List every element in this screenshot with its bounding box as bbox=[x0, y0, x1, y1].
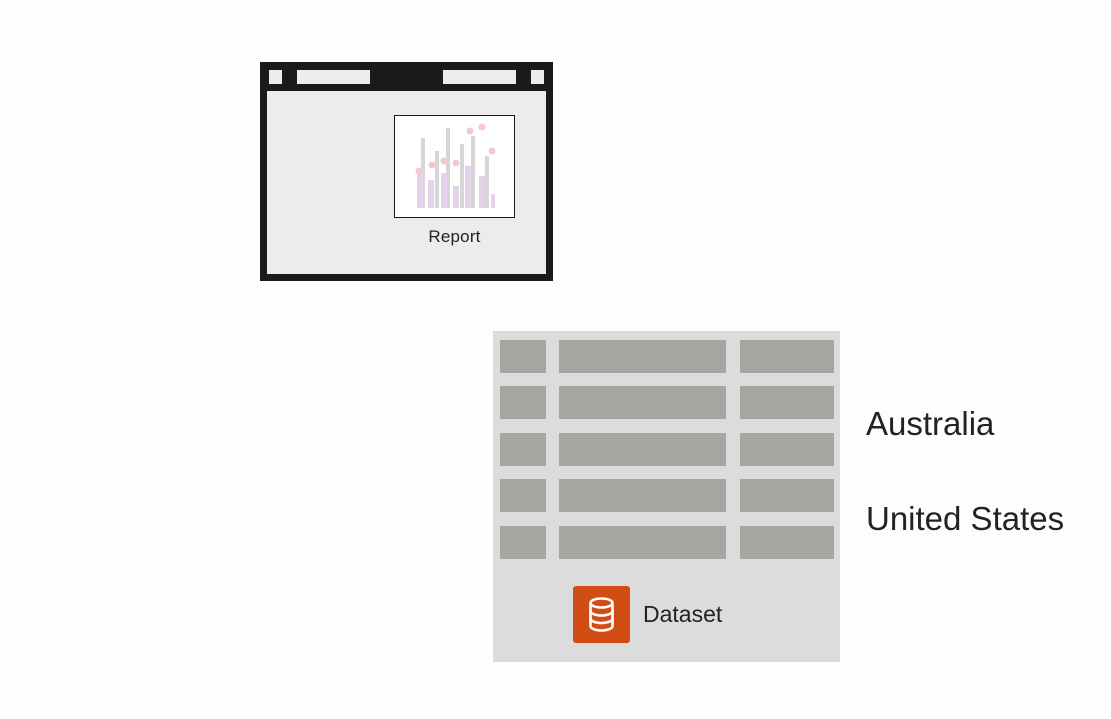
chart-bar bbox=[465, 166, 471, 208]
table-cell bbox=[500, 526, 546, 559]
table-cell bbox=[500, 340, 546, 373]
dataset-panel: Dataset bbox=[493, 331, 840, 662]
database-glyph bbox=[589, 597, 614, 632]
chart-point bbox=[466, 127, 474, 135]
report-window-titlebar bbox=[260, 62, 553, 90]
chart-point bbox=[478, 123, 486, 131]
table-cell bbox=[559, 386, 726, 419]
table-cell bbox=[500, 386, 546, 419]
report-window: Report bbox=[260, 62, 553, 281]
chart-bar bbox=[417, 168, 423, 208]
chart-bar bbox=[479, 176, 485, 208]
database-icon[interactable] bbox=[573, 586, 630, 643]
report-label: Report bbox=[428, 227, 481, 246]
titlebar-slot bbox=[297, 70, 370, 84]
chart-bar bbox=[435, 151, 439, 208]
table-cell bbox=[559, 479, 726, 512]
table-cell bbox=[740, 340, 834, 373]
chart-point bbox=[452, 159, 460, 167]
chart-point bbox=[428, 161, 436, 169]
table-cell bbox=[740, 433, 834, 466]
table-cell bbox=[559, 340, 726, 373]
report-chart-icon bbox=[415, 123, 496, 208]
chart-bar bbox=[485, 156, 489, 208]
country-label-australia: Australia bbox=[866, 405, 995, 442]
table-cell bbox=[500, 479, 546, 512]
chart-bar bbox=[453, 186, 459, 208]
titlebar-slot bbox=[443, 70, 516, 84]
table-cell bbox=[740, 386, 834, 419]
country-label-united-states: United States bbox=[866, 500, 1065, 537]
table-cell bbox=[559, 526, 726, 559]
titlebar-slot bbox=[531, 70, 544, 84]
chart-bar bbox=[491, 194, 495, 208]
chart-point bbox=[440, 157, 448, 165]
table-cell bbox=[500, 433, 546, 466]
dataset-label: Dataset bbox=[643, 601, 723, 627]
chart-bar bbox=[441, 173, 447, 208]
dataset-table bbox=[493, 331, 840, 571]
chart-bar bbox=[460, 144, 464, 208]
chart-bar bbox=[428, 180, 434, 208]
table-cell bbox=[740, 479, 834, 512]
titlebar-slot bbox=[269, 70, 282, 84]
report-tile[interactable] bbox=[394, 115, 515, 218]
table-cell bbox=[740, 526, 834, 559]
table-cell bbox=[559, 433, 726, 466]
chart-bar bbox=[446, 128, 450, 208]
chart-point bbox=[415, 167, 423, 175]
chart-point bbox=[488, 147, 496, 155]
report-window-body: Report bbox=[267, 91, 546, 274]
chart-bar bbox=[471, 136, 475, 208]
